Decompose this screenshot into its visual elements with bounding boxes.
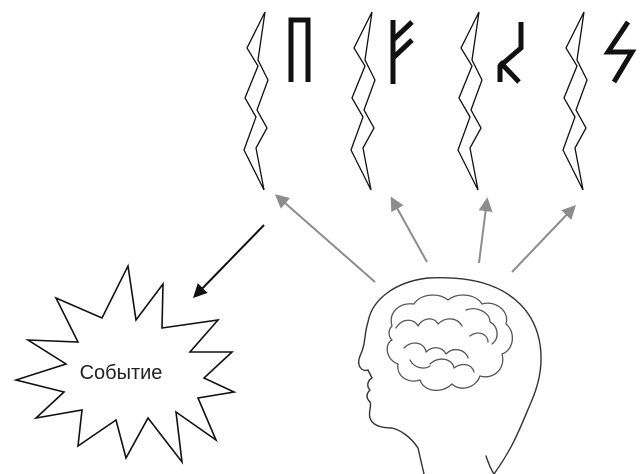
arrow-bolt-to-event — [195, 225, 264, 296]
brain-icon — [387, 295, 512, 390]
arrow-head-to-bolt-1 — [277, 196, 375, 282]
sowilo-rune — [608, 22, 632, 82]
lightning-bolt-1 — [244, 12, 268, 190]
head-profile — [359, 278, 541, 474]
uruz-rune — [291, 20, 308, 82]
lightning-bolt-2 — [351, 12, 375, 190]
ansuz-rune — [393, 20, 412, 84]
event-burst: Событие — [16, 266, 234, 462]
eihwaz-rune — [500, 22, 521, 82]
event-label: Событие — [80, 362, 163, 384]
lightning-bolt-4 — [563, 12, 587, 190]
lightning-bolt-3 — [458, 12, 482, 190]
arrow-head-to-bolt-2 — [392, 199, 427, 262]
arrow-head-to-bolt-3 — [479, 200, 487, 263]
arrow-head-to-bolt-4 — [512, 207, 574, 272]
